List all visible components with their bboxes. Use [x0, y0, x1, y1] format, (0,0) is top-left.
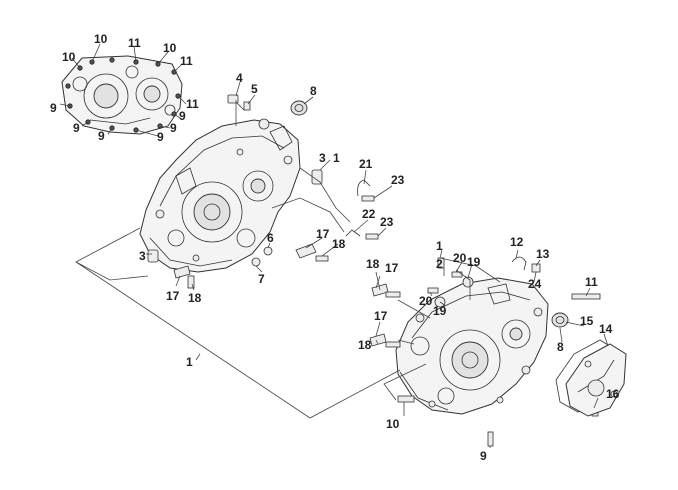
left-crankcase-half — [139, 118, 301, 273]
callout-24: 24 — [528, 277, 542, 291]
callout-17: 17 — [374, 309, 388, 323]
callout-20: 20 — [453, 251, 467, 265]
side-cover-and-gasket — [555, 339, 627, 417]
small-parts-right — [369, 256, 601, 447]
callout-8: 8 — [557, 340, 564, 354]
callout-4: 4 — [236, 71, 243, 85]
callout-22: 22 — [362, 207, 376, 221]
callout-19: 19 — [433, 304, 447, 318]
callout-9: 9 — [179, 109, 186, 123]
callout-14: 14 — [599, 322, 613, 336]
callout-18: 18 — [358, 338, 372, 352]
callout-23: 23 — [380, 215, 394, 229]
callout-12: 12 — [510, 235, 524, 249]
callout-17: 17 — [316, 227, 330, 241]
callout-1: 1 — [186, 355, 193, 369]
callout-10: 10 — [62, 50, 76, 64]
callout-1: 1 — [333, 151, 340, 165]
callout-18: 18 — [188, 291, 202, 305]
callout-13: 13 — [536, 247, 550, 261]
callouts-main: 4 5 8 3 1 21 23 22 23 6 7 17 18 3 17 18 … — [139, 71, 620, 463]
callout-11: 11 — [128, 36, 141, 50]
small-parts-upper — [147, 94, 379, 289]
callout-1: 1 — [436, 239, 443, 253]
callout-5: 5 — [251, 82, 258, 96]
callout-9: 9 — [157, 130, 164, 144]
callout-9: 9 — [73, 121, 80, 135]
callout-23: 23 — [391, 173, 405, 187]
callout-6: 6 — [267, 231, 274, 245]
callout-17: 17 — [166, 289, 180, 303]
callout-16: 16 — [606, 387, 620, 401]
callout-15: 15 — [580, 314, 594, 328]
callout-9: 9 — [50, 101, 57, 115]
callout-8: 8 — [310, 84, 317, 98]
callout-18: 18 — [332, 237, 346, 251]
callout-18: 18 — [366, 257, 380, 271]
callout-21: 21 — [359, 157, 373, 171]
right-crankcase-half — [395, 277, 549, 415]
leader-lines — [75, 81, 609, 448]
callout-9: 9 — [480, 449, 487, 463]
callout-2: 2 — [436, 257, 443, 271]
callout-10: 10 — [386, 417, 400, 431]
bolt-pattern-inset: 10 11 10 10 11 11 9 9 9 9 9 9 — [50, 32, 199, 144]
callout-9: 9 — [170, 121, 177, 135]
callout-11: 11 — [186, 97, 199, 111]
callout-20: 20 — [419, 294, 433, 308]
callout-17: 17 — [385, 261, 399, 275]
callout-19: 19 — [467, 255, 481, 269]
callout-9: 9 — [98, 129, 105, 143]
callout-10: 10 — [163, 41, 177, 55]
callout-10: 10 — [94, 32, 108, 46]
callout-3: 3 — [319, 151, 326, 165]
callout-11: 11 — [585, 275, 598, 289]
callout-7: 7 — [258, 272, 265, 286]
callout-3: 3 — [139, 249, 146, 263]
callout-11: 11 — [180, 54, 193, 68]
